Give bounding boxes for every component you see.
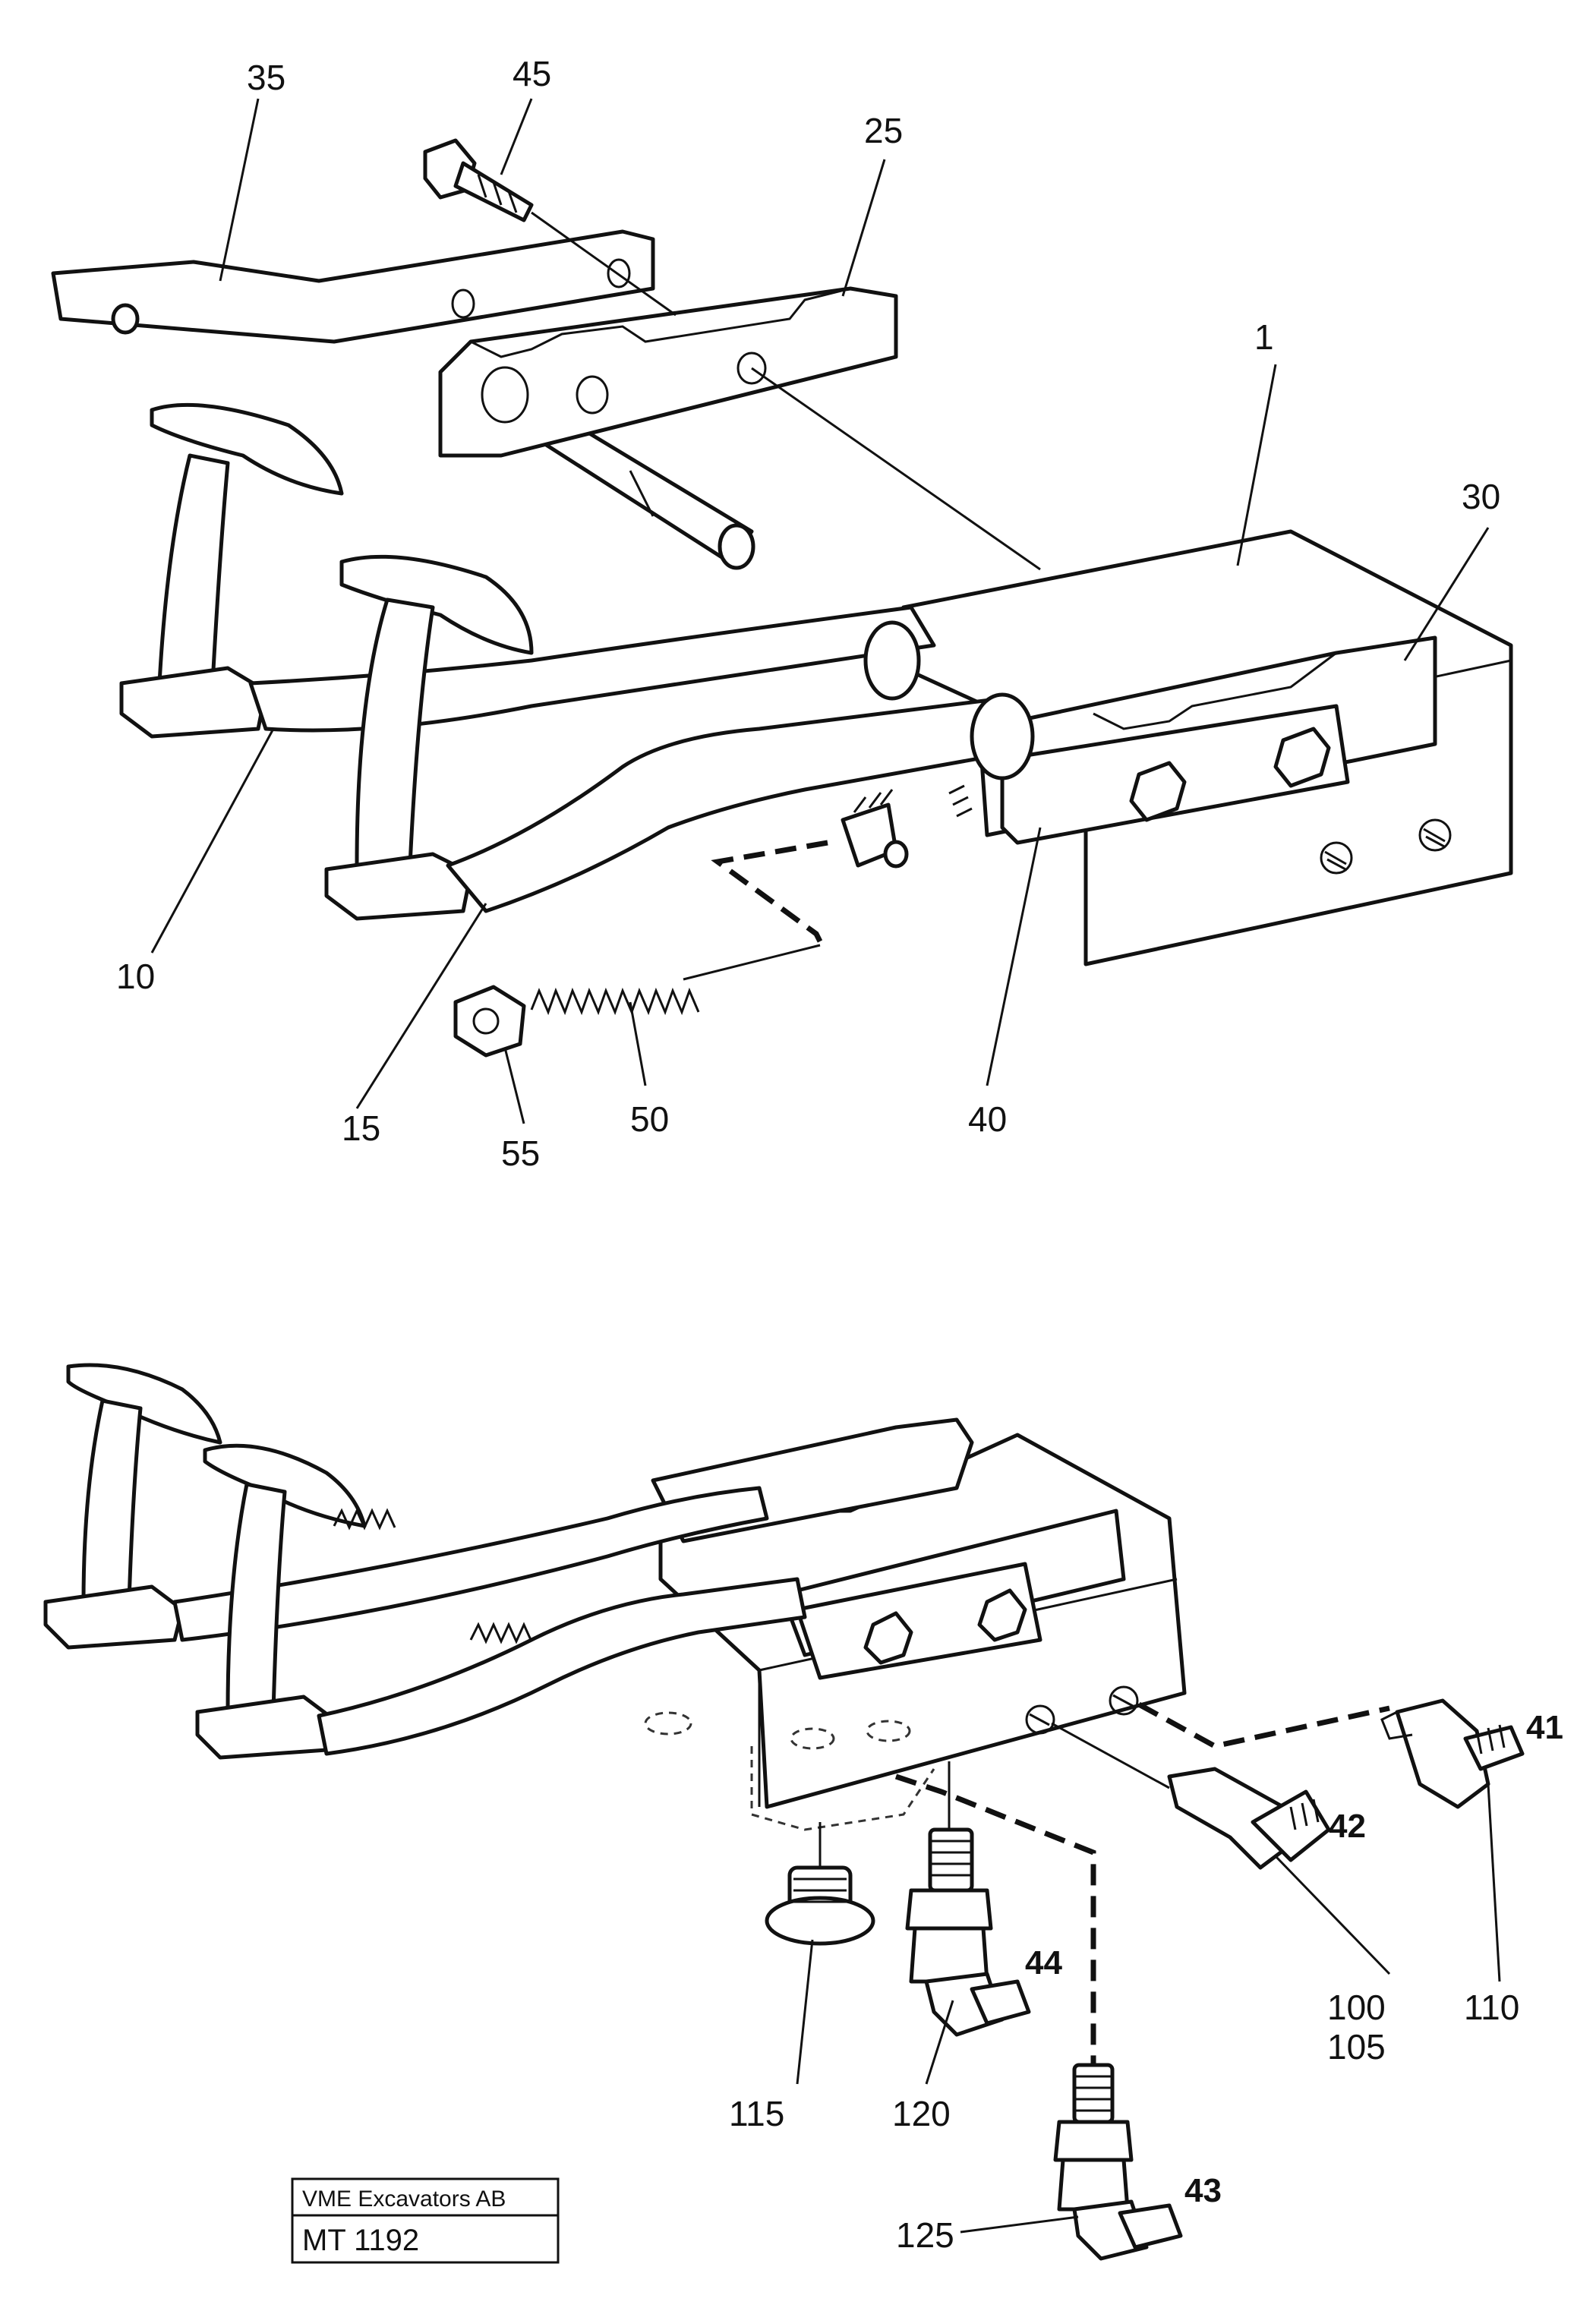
label-45: 45 bbox=[513, 54, 551, 93]
leader-125 bbox=[960, 2215, 1079, 2234]
assembly-line-42 bbox=[1051, 1722, 1170, 1789]
label-125: 125 bbox=[896, 2215, 954, 2255]
leader-110 bbox=[1487, 1783, 1501, 1982]
link-bar-part-35 bbox=[51, 229, 655, 344]
label-44: 44 bbox=[1025, 1944, 1062, 1982]
leader-55 bbox=[503, 1047, 525, 1124]
assembled-lever-plate bbox=[795, 1562, 1042, 1680]
leader-120 bbox=[925, 2000, 954, 2085]
pedal-part-15 bbox=[324, 554, 1020, 921]
label-120: 120 bbox=[892, 2094, 951, 2133]
label-115: 115 bbox=[729, 2094, 784, 2133]
nut-part-55 bbox=[453, 985, 526, 1058]
assembled-pedal-front bbox=[195, 1443, 807, 1760]
leader-50 bbox=[629, 1001, 647, 1086]
assembly-line-25 bbox=[751, 367, 1041, 571]
underside-block-dashed bbox=[750, 1746, 935, 1831]
leader-15 bbox=[355, 903, 487, 1109]
assembled-bolt-1 bbox=[863, 1611, 913, 1665]
leader-115 bbox=[796, 1939, 814, 2085]
title-block-company: VME Excavators AB bbox=[302, 2186, 506, 2212]
label-41: 41 bbox=[1526, 1709, 1563, 1746]
assembly-line-45 bbox=[531, 211, 677, 317]
elbow-fitting-part-100 bbox=[1167, 1767, 1331, 1870]
assembly-path-dashed bbox=[711, 840, 828, 943]
leader-100 bbox=[1274, 1855, 1391, 1975]
underside-port-3 bbox=[866, 1720, 911, 1742]
assembly-path-125 bbox=[894, 1773, 1096, 2065]
title-block-drawing-number: MT 1192 bbox=[302, 2224, 419, 2257]
label-50: 50 bbox=[630, 1099, 669, 1139]
assembly-path-41 bbox=[1137, 1701, 1390, 1749]
lever-plate-part-40 bbox=[1000, 704, 1350, 845]
leader-1 bbox=[1236, 364, 1277, 566]
screw-part-45 bbox=[423, 138, 534, 222]
spring-part-50 bbox=[530, 944, 821, 1016]
bottom-assembly: 41 42 44 43 100 105 110 115 120 125 bbox=[43, 1363, 1563, 2261]
underside-port-2 bbox=[790, 1727, 835, 1750]
adapter-fitting-part-120 bbox=[905, 1827, 1031, 2037]
label-1: 1 bbox=[1254, 317, 1274, 357]
underside-port-1 bbox=[644, 1711, 692, 1736]
label-110: 110 bbox=[1464, 1988, 1519, 2027]
label-35: 35 bbox=[247, 58, 285, 97]
label-30: 30 bbox=[1462, 477, 1500, 516]
leader-30 bbox=[1403, 527, 1490, 661]
label-15: 15 bbox=[342, 1108, 380, 1148]
leader-25 bbox=[841, 159, 886, 297]
label-10: 10 bbox=[116, 957, 155, 996]
leader-10 bbox=[150, 728, 275, 954]
bolt-head bbox=[1129, 727, 1331, 822]
assembled-pedal-rear bbox=[43, 1363, 769, 1650]
adapter-fitting-part-125 bbox=[1053, 2063, 1183, 2261]
pedal-part-10 bbox=[119, 402, 936, 739]
leader-45 bbox=[500, 98, 533, 175]
leader-40 bbox=[986, 827, 1042, 1086]
label-100: 100 bbox=[1327, 1988, 1386, 2027]
label-43: 43 bbox=[1184, 2172, 1222, 2209]
pivot-bushing bbox=[863, 620, 1035, 818]
pin-shaft bbox=[537, 419, 755, 570]
label-55: 55 bbox=[501, 1133, 540, 1173]
bracket-part-25 bbox=[438, 286, 898, 458]
label-40: 40 bbox=[968, 1099, 1007, 1139]
top-assembly: 35 45 25 1 30 10 15 55 50 40 bbox=[51, 54, 1513, 1173]
title-block: VME Excavators AB MT 1192 bbox=[291, 2177, 560, 2264]
assembled-spring-1 bbox=[333, 1508, 396, 1531]
assembled-spring-2 bbox=[469, 1622, 533, 1644]
spring-stud bbox=[841, 789, 909, 869]
plug-part-115 bbox=[765, 1865, 875, 1946]
leader-35 bbox=[219, 98, 260, 282]
assembled-bolt-2 bbox=[977, 1588, 1027, 1642]
label-105: 105 bbox=[1327, 2027, 1386, 2067]
label-25: 25 bbox=[864, 111, 903, 150]
elbow-fitting-part-110 bbox=[1380, 1698, 1525, 1809]
label-42: 42 bbox=[1329, 1808, 1366, 1845]
